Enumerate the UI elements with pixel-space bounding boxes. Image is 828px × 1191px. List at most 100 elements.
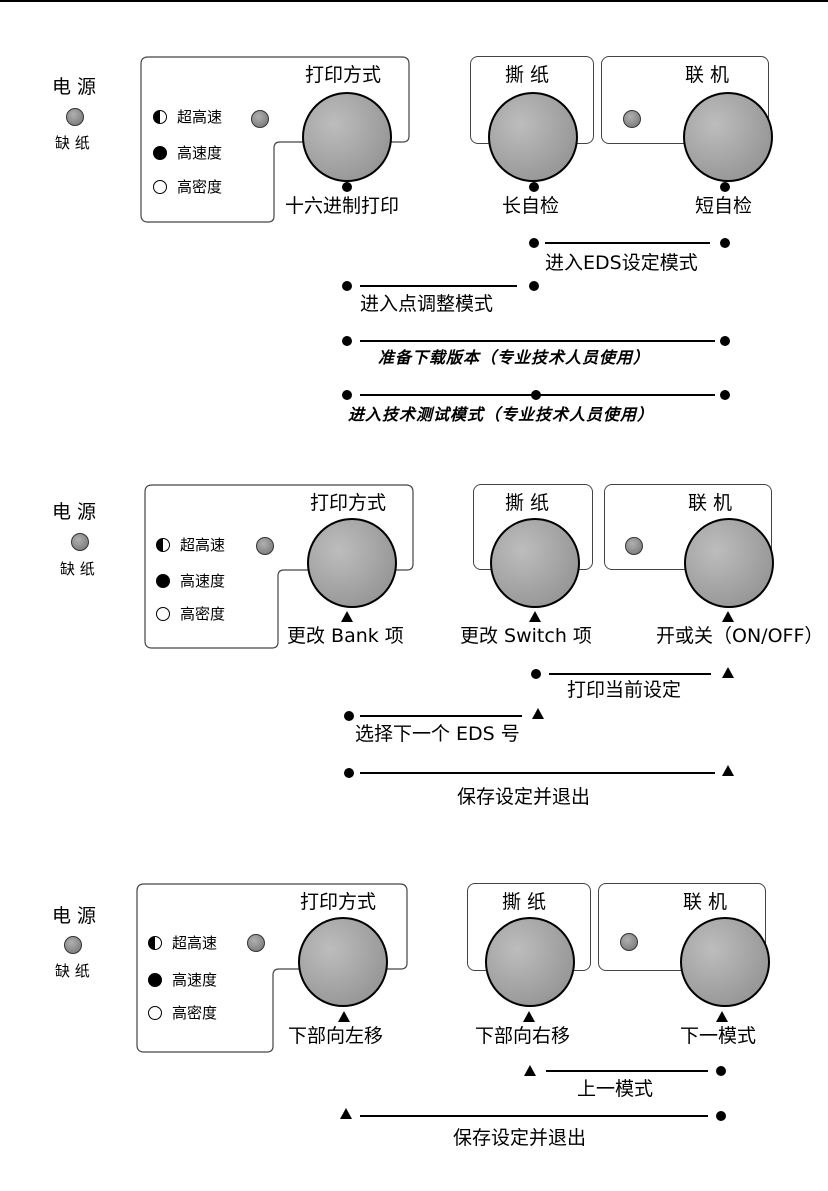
tear-button[interactable] [488, 92, 578, 182]
online-button[interactable] [684, 518, 774, 608]
combo-save-exit: 保存设定并退出 [457, 788, 590, 807]
triangle-marker-icon [340, 1108, 352, 1119]
func-long-selftest: 长自检 [502, 197, 559, 216]
triangle-marker-icon [532, 708, 544, 719]
paper-out-label: 缺 纸 [55, 136, 90, 151]
mode-item-ultra: 超高速 [148, 936, 217, 951]
combo-line [360, 715, 522, 717]
marker-dot [342, 390, 352, 400]
mode-item-high: 高速度 [156, 574, 225, 589]
tear-button-frame [473, 484, 593, 570]
tear-button-frame [467, 883, 591, 971]
tear-button[interactable] [490, 518, 580, 608]
combo-line [549, 673, 711, 675]
online-title: 联 机 [683, 893, 727, 912]
combo-download: 准备下载版本（专业技术人员使用） [378, 350, 650, 366]
power-label: 电 源 [52, 907, 96, 926]
marker-dot [342, 336, 352, 346]
mode-item-density: 高密度 [153, 180, 222, 195]
triangle-marker-icon [529, 611, 541, 622]
marker-dot [720, 390, 730, 400]
combo-line [360, 1115, 708, 1117]
triangle-marker-icon [722, 611, 734, 622]
marker-dot [344, 768, 354, 778]
print-mode-button[interactable] [302, 92, 392, 182]
func-lower-left: 下部向左移 [288, 1027, 383, 1046]
marker-dot [342, 281, 352, 291]
mode-led [247, 934, 265, 952]
half-circle-icon [156, 538, 170, 552]
triangle-marker-icon [341, 611, 353, 622]
combo-eds-mode: 进入EDS设定模式 [545, 254, 698, 273]
func-change-bank: 更改 Bank 项 [287, 627, 404, 646]
mode-panel-outline [136, 883, 408, 1055]
triangle-marker-icon [524, 1065, 536, 1076]
triangle-marker-icon [716, 1011, 728, 1022]
marker-dot [529, 182, 539, 192]
combo-save-exit: 保存设定并退出 [453, 1129, 586, 1148]
half-circle-icon [148, 936, 162, 950]
print-mode-button[interactable] [307, 518, 397, 608]
online-title: 联 机 [685, 66, 729, 85]
filled-circle-icon [148, 973, 162, 987]
marker-dot [720, 336, 730, 346]
filled-circle-icon [156, 574, 170, 588]
tear-title: 撕 纸 [505, 66, 549, 85]
mode-item-density: 高密度 [156, 607, 225, 622]
online-button-frame [598, 883, 766, 971]
marker-dot [531, 669, 541, 679]
func-lower-right: 下部向右移 [475, 1027, 570, 1046]
filled-circle-icon [153, 146, 167, 160]
func-next-mode: 下一模式 [680, 1027, 756, 1046]
triangle-marker-icon [722, 765, 734, 776]
online-button[interactable] [680, 917, 770, 1007]
print-mode-title: 打印方式 [300, 893, 376, 912]
func-hex-print: 十六进制打印 [285, 197, 399, 216]
empty-circle-icon [153, 180, 167, 194]
paper-out-label: 缺 纸 [60, 562, 95, 577]
tear-title: 撕 纸 [505, 494, 549, 513]
marker-dot [342, 182, 352, 192]
combo-print-settings: 打印当前设定 [567, 681, 681, 700]
half-circle-icon [153, 110, 167, 124]
online-led [623, 110, 641, 128]
mode-panel-outline [144, 484, 414, 652]
combo-line [546, 1070, 708, 1072]
print-mode-button[interactable] [298, 917, 388, 1007]
power-label: 电 源 [52, 78, 96, 97]
marker-dot [720, 182, 730, 192]
mode-led [256, 537, 274, 555]
func-change-switch: 更改 Switch 项 [460, 627, 592, 646]
power-led [66, 108, 84, 126]
online-button[interactable] [683, 92, 773, 182]
triangle-marker-icon [722, 667, 734, 678]
combo-line [360, 285, 517, 287]
func-short-selftest: 短自检 [695, 197, 752, 216]
online-button-frame [604, 484, 772, 570]
mode-led [251, 110, 269, 128]
combo-tech-test: 进入技术测试模式（专业技术人员使用） [348, 407, 654, 423]
combo-prev-mode: 上一模式 [577, 1080, 653, 1099]
triangle-marker-icon [523, 1011, 535, 1022]
marker-dot [716, 1111, 726, 1121]
tear-title: 撕 纸 [502, 893, 546, 912]
combo-line [360, 772, 715, 774]
triangle-marker-icon [338, 1011, 350, 1022]
combo-dot-adjust: 进入点调整模式 [360, 295, 493, 314]
mode-item-high: 高速度 [148, 973, 217, 988]
tear-button[interactable] [485, 917, 575, 1007]
combo-next-eds: 选择下一个 EDS 号 [355, 725, 520, 744]
empty-circle-icon [156, 607, 170, 621]
online-led [625, 537, 643, 555]
online-led [620, 933, 638, 951]
mode-item-high: 高速度 [153, 146, 222, 161]
mode-item-ultra: 超高速 [156, 538, 225, 553]
combo-line [360, 340, 715, 342]
combo-line [545, 242, 710, 244]
paper-out-label: 缺 纸 [55, 964, 90, 979]
marker-dot [529, 281, 539, 291]
marker-dot [531, 390, 541, 400]
marker-dot [716, 1066, 726, 1076]
online-title: 联 机 [688, 494, 732, 513]
power-led [64, 936, 82, 954]
